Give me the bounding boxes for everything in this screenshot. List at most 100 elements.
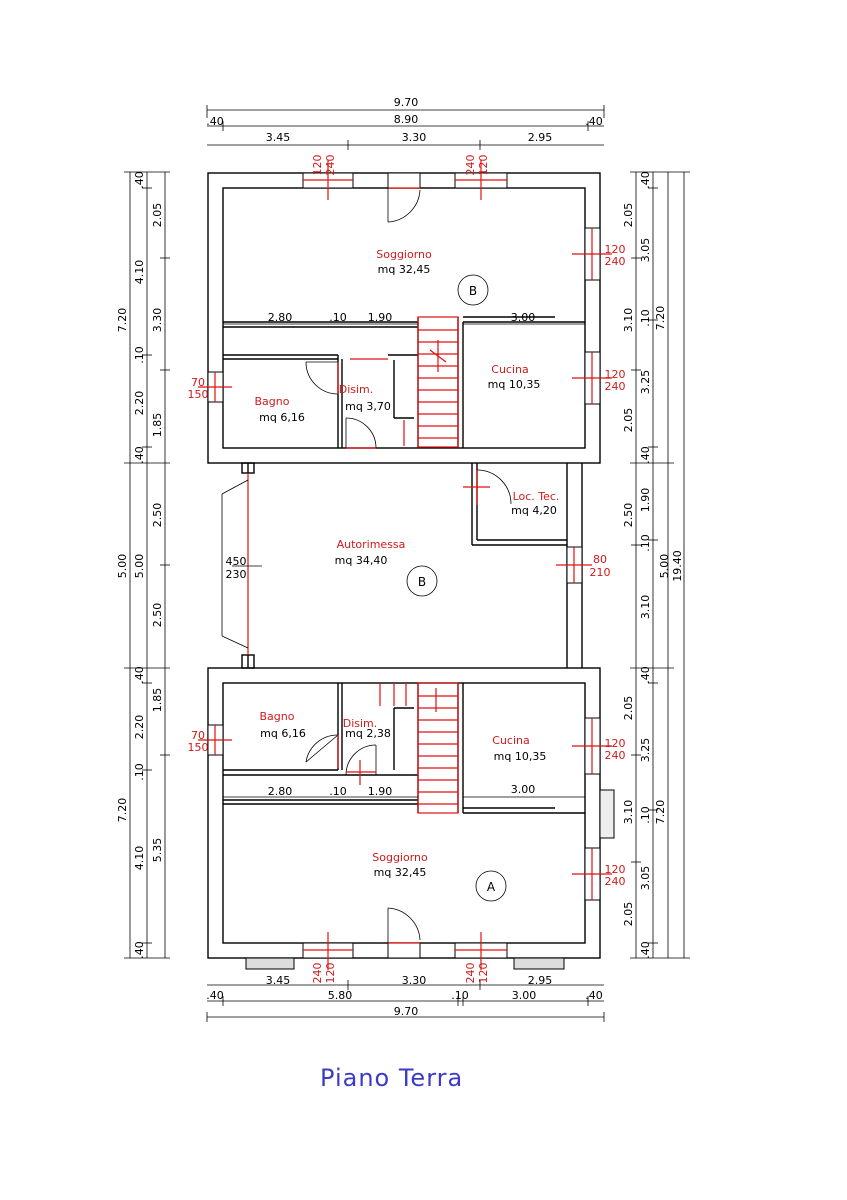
- dim-right-mid-4: 3.25: [639, 370, 652, 395]
- dim-b-inner-d: 3.00: [511, 311, 536, 324]
- windows-unit-a: 240 120 240 120 120 240 120 240 70 150: [188, 717, 626, 984]
- win-a3-120: 120: [605, 737, 626, 750]
- win-a4-120: 120: [605, 863, 626, 876]
- dim-left-inner-7: 5.35: [151, 838, 164, 863]
- dim-right-inner-3: 2.05: [622, 408, 635, 433]
- room-disim-b: Disim.: [339, 383, 374, 396]
- dim-right-mid-7: .10: [639, 534, 652, 552]
- dim-left-mid-5: .40: [133, 446, 146, 464]
- dim-left-mid-10: 4.10: [133, 846, 146, 871]
- room-bagno-b: Bagno: [255, 395, 290, 408]
- dim-left-inner-1: 2.05: [151, 203, 164, 228]
- dim-bottom-row1-c: 2.95: [528, 974, 553, 987]
- area-disim-b: mq 3,70: [345, 400, 391, 413]
- dim-bottom-row1-a: 3.45: [266, 974, 291, 987]
- dim-right-mid-5: .40: [639, 446, 652, 464]
- left-dimensions: 7.20 5.00 7.20 .40 4.10 .10 2.20 .40 5.0…: [116, 171, 170, 959]
- rooms-unit-a: Bagno mq 6,16 Disim. mq 2,38 Cucina mq 1…: [260, 710, 546, 902]
- unit-label-bottom: A: [487, 880, 496, 894]
- dim-right-inner-1: 2.05: [622, 203, 635, 228]
- dim-right-inner-8: 2.05: [622, 902, 635, 927]
- dim-right-inner-6: 2.05: [622, 696, 635, 721]
- dim-b-inner-c: 1.90: [368, 311, 393, 324]
- win-a5-70: 70: [191, 729, 205, 742]
- dim-b-inner-b: .10: [329, 311, 347, 324]
- doors-unit-a: [305, 734, 421, 959]
- win-a5-150: 150: [188, 741, 209, 754]
- dim-left-mid-8: 2.20: [133, 715, 146, 740]
- dim-right-outer-b: 7.20: [654, 800, 667, 825]
- dim-left-inner-4: 2.50: [151, 503, 164, 528]
- dim-left-inner-6: 1.85: [151, 688, 164, 713]
- dim-a-inner-d: 3.00: [511, 783, 536, 796]
- area-autorimessa: mq 34,40: [335, 554, 388, 567]
- dim-left-mid-4: 2.20: [133, 391, 146, 416]
- dim-right-mid-10: 3.25: [639, 738, 652, 763]
- dim-bottom-total: 9.70: [394, 1005, 419, 1018]
- win-a4-240: 240: [605, 875, 626, 888]
- room-soggiorno-b: Soggiorno: [376, 248, 432, 261]
- dim-right-mid-13: .40: [639, 941, 652, 959]
- dim-left-mid-3: .10: [133, 346, 146, 364]
- win-b1-240: 240: [324, 155, 337, 176]
- win-b4-240: 240: [605, 380, 626, 393]
- win-b3-240: 240: [605, 255, 626, 268]
- dim-left-outer-b: 5.00: [116, 554, 129, 579]
- dim-a-inner-b: .10: [329, 785, 347, 798]
- dim-left-outer-a: 7.20: [116, 308, 129, 333]
- room-soggiorno-a: Soggiorno: [372, 851, 428, 864]
- dim-right-outer-a: 7.20: [654, 306, 667, 331]
- dim-bottom-row2-a: .40: [206, 989, 224, 1002]
- dim-right-total: 19.40: [671, 550, 684, 582]
- garage-door-450: 450: [226, 555, 247, 568]
- top-dimensions: 9.70 .40 8.90 .40 3.45 3.30 2.95: [206, 96, 605, 150]
- dim-top-row3-b: 3.30: [402, 131, 427, 144]
- dim-bottom-row2-d: 3.00: [512, 989, 537, 1002]
- dim-bottom-row2-c: .10: [451, 989, 469, 1002]
- win-b5-70: 70: [191, 376, 205, 389]
- dim-bottom-row1-b: 3.30: [402, 974, 427, 987]
- windows-unit-b: 120 240 240 120 120 240 120 240 70 150: [188, 155, 626, 405]
- room-loc-tec: Loc. Tec.: [513, 490, 560, 503]
- dim-a-inner-c: 1.90: [368, 785, 393, 798]
- dim-left-mid-2: 4.10: [133, 260, 146, 285]
- win-a1-240: 240: [311, 963, 324, 984]
- area-bagno-b: mq 6,16: [259, 411, 305, 424]
- dim-top-row2-a: .40: [206, 115, 224, 128]
- dim-top-row3-c: 2.95: [528, 131, 553, 144]
- dim-b-inner-a: 2.80: [268, 311, 293, 324]
- dim-right-mid-12: 3.05: [639, 866, 652, 891]
- win-b4-120: 120: [605, 368, 626, 381]
- area-soggiorno-b: mq 32,45: [378, 263, 431, 276]
- room-autorimessa: Autorimessa: [337, 538, 406, 551]
- plan-title: Piano Terra: [320, 1064, 464, 1092]
- unit-label-top: B: [469, 284, 477, 298]
- garage-walls: [221, 462, 592, 669]
- win-a3-240: 240: [605, 749, 626, 762]
- dim-right-inner-2: 3.10: [622, 308, 635, 333]
- right-dimensions: 2.05 3.10 2.05 2.50 3.10 2.05 3.10 2.05 …: [622, 171, 690, 959]
- dim-top-row3-a: 3.45: [266, 131, 291, 144]
- area-soggiorno-a: mq 32,45: [374, 866, 427, 879]
- area-cucina-b: mq 10,35: [488, 378, 541, 391]
- dim-top-row2-c: .40: [585, 115, 603, 128]
- dim-right-mid-9: .40: [639, 666, 652, 684]
- stairs-unit-b: [403, 316, 459, 448]
- dim-right-mid-3: .10: [639, 309, 652, 327]
- dim-right-mid-8: 5.00: [658, 554, 671, 579]
- stairs-unit-a: [379, 682, 459, 814]
- dim-right-mid-6: 1.90: [639, 488, 652, 513]
- dim-right-inner-4: 2.50: [622, 503, 635, 528]
- dim-left-mid-6: 5.00: [133, 554, 146, 579]
- doors-unit-b: [305, 172, 421, 449]
- area-bagno-a: mq 6,16: [260, 727, 306, 740]
- dim-left-mid-9: .10: [133, 763, 146, 781]
- unit-a-walls: [207, 667, 615, 959]
- dim-left-outer-c: 7.20: [116, 798, 129, 823]
- dim-right-inner-5: 3.10: [639, 595, 652, 620]
- room-cucina-a: Cucina: [492, 734, 529, 747]
- dim-left-inner-5: 2.50: [151, 603, 164, 628]
- dim-left-mid-1: .40: [133, 171, 146, 189]
- door-210: 210: [590, 566, 611, 579]
